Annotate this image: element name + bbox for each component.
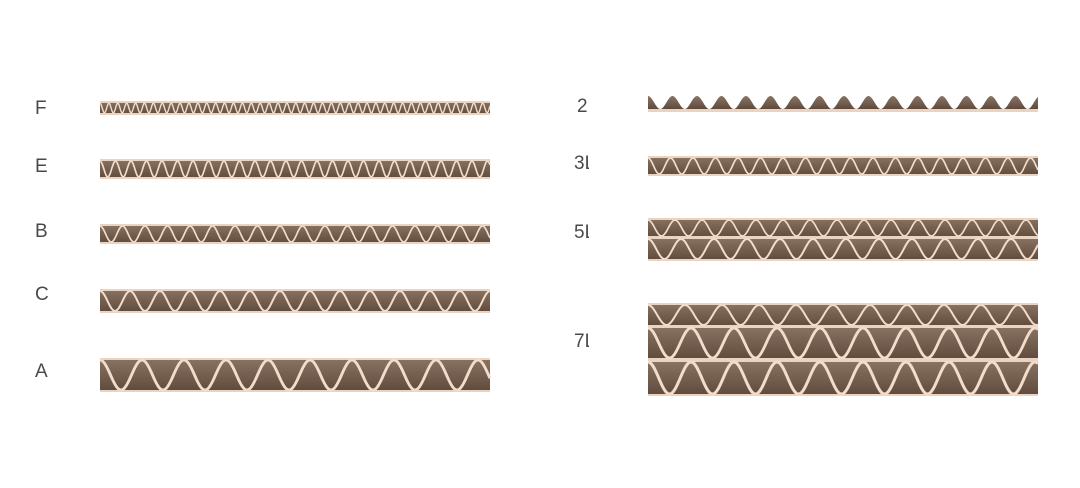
flute-label-b: B [35, 221, 48, 242]
board-c-core [100, 289, 490, 313]
board-f-flute [99, 101, 491, 115]
board-7ply-bottom-flute [647, 360, 1039, 396]
board-7ply-top-flute [647, 303, 1039, 326]
flute-label-c: C [35, 284, 49, 305]
board-b-flute [99, 225, 491, 243]
board-e-top-liner [100, 159, 490, 161]
board-7ply-middle-core [648, 326, 1038, 360]
board-e-bottom-liner [100, 177, 490, 179]
board-3ply-bottom-liner [648, 174, 1038, 176]
board-7ply-bottom-top-liner [648, 360, 1038, 362]
board-5ply-lower-top-liner [648, 237, 1038, 239]
board-a-bottom-liner [100, 390, 490, 392]
board-5ply-lower-flute [647, 237, 1039, 260]
board-5ply-lower-bottom-liner [648, 259, 1038, 261]
board-2ply-liner [648, 109, 1038, 112]
board-f-bottom-liner [100, 113, 490, 115]
board-5ply-upper-flute [647, 219, 1039, 237]
board-7ply-middle-top-liner [648, 326, 1038, 328]
ply-label-7: 7L [574, 331, 589, 352]
flute-label-a: A [35, 361, 48, 382]
board-7ply-bottom-core [648, 360, 1038, 396]
board-7ply-middle-flute [647, 326, 1039, 360]
ply-label-3: 3L [574, 153, 589, 174]
board-7ply-top-top-liner [648, 303, 1038, 305]
board-a-top-liner [100, 358, 490, 360]
ply-label-2: 2 [577, 96, 588, 117]
flute-label-e: E [35, 156, 48, 177]
flute-label-f: F [35, 98, 47, 119]
board-3ply-flute [647, 157, 1039, 175]
board-3ply-top-liner [648, 156, 1038, 158]
board-c-flute [99, 289, 491, 313]
board-2ply-flute [648, 96, 1038, 109]
board-5ply-upper-top-liner [648, 218, 1038, 220]
ply-label-5: 5L [574, 222, 589, 243]
board-e-flute [99, 160, 491, 178]
board-b-top-liner [100, 224, 490, 226]
board-c-top-liner [100, 289, 490, 291]
board-b-bottom-liner [100, 242, 490, 244]
board-a-flute [99, 358, 492, 392]
board-f-top-liner [100, 101, 490, 103]
